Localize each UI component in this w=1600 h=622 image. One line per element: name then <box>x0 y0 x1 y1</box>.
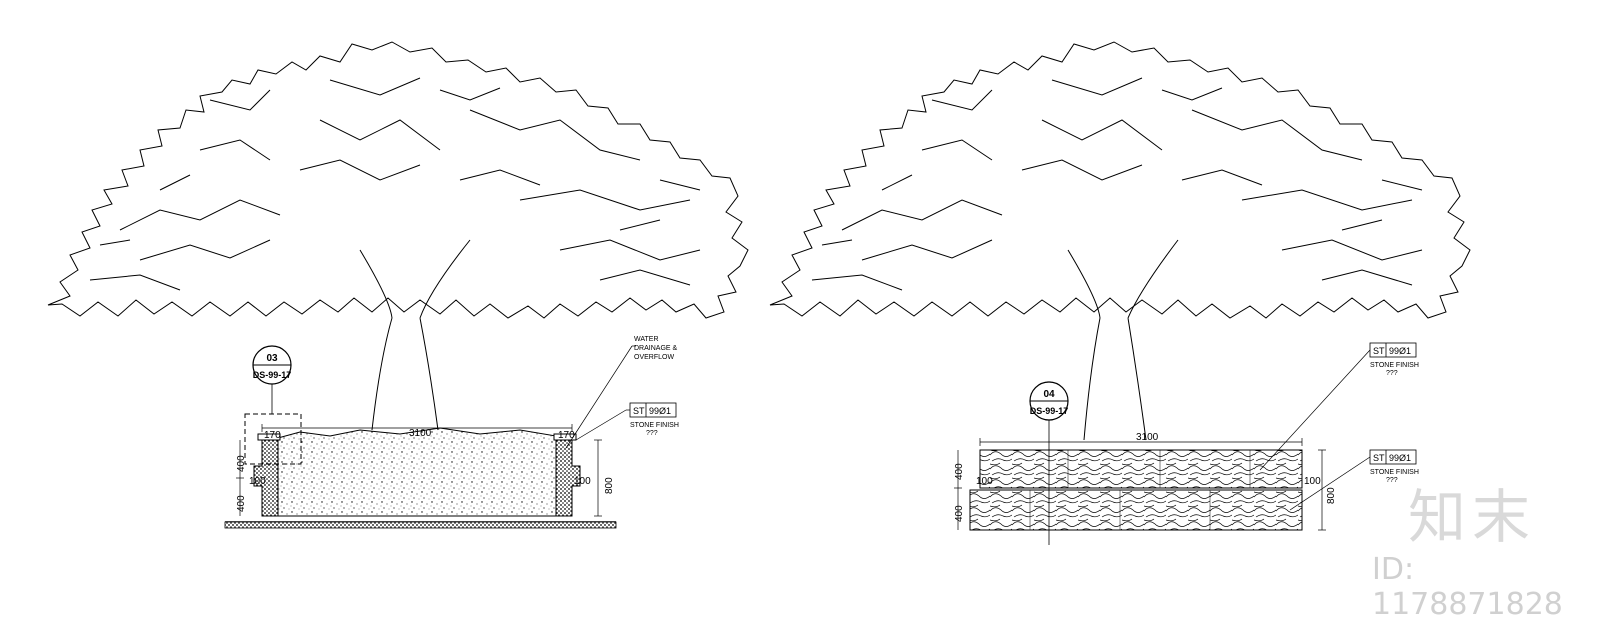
right-tree-trunk <box>1067 239 1179 441</box>
left-stone-finish-label: STONE FINISH <box>630 422 679 429</box>
svg-text:99Ø1: 99Ø1 <box>649 406 671 416</box>
right-section-marker[interactable]: 04 DS-99-17 <box>1029 381 1069 421</box>
left-marker-number: 03 <box>266 353 278 364</box>
left-marker-reference: DS-99-17 <box>253 370 292 380</box>
right-dimension-step-right: 100 <box>1304 476 1321 487</box>
right-gabion-section <box>954 349 1371 545</box>
left-tree-trunk <box>359 239 471 431</box>
right-stone-finish-top-label: STONE FINISH <box>1370 362 1419 369</box>
left-planter-section <box>224 345 636 529</box>
left-dimension-height-total: 800 <box>604 477 615 494</box>
svg-text:ST: ST <box>1373 453 1385 463</box>
left-section-marker[interactable]: 03 DS-99-17 <box>252 345 292 385</box>
left-dimension-step-left: 100 <box>249 476 266 487</box>
right-dimension-height-lower: 400 <box>954 505 965 522</box>
svg-text:DRAINAGE &: DRAINAGE & <box>634 345 678 352</box>
right-dimension-height-total: 800 <box>1326 487 1337 504</box>
left-dimension-width: 3100 <box>409 428 432 439</box>
left-dimension-height-lower: 400 <box>236 495 247 512</box>
svg-text:ST: ST <box>633 406 645 416</box>
right-dimension-step-left: 100 <box>976 476 993 487</box>
left-dimension-height-upper: 400 <box>236 455 247 472</box>
right-stone-finish-bottom-sub: ??? <box>1386 477 1398 484</box>
right-material-tag-top: ST 99Ø1 STONE FINISH ??? <box>1369 342 1419 377</box>
left-water-drainage-note: WATER DRAINAGE & OVERFLOW <box>634 336 678 361</box>
right-marker-reference: DS-99-17 <box>1030 406 1069 416</box>
svg-text:3100: 3100 <box>409 428 432 439</box>
right-marker-number: 04 <box>1043 389 1055 400</box>
left-dimension-step-right: 100 <box>574 476 591 487</box>
watermark-logo: 知末 <box>1408 483 1537 551</box>
left-tree-canopy <box>47 41 749 319</box>
right-stone-finish-bottom-label: STONE FINISH <box>1370 469 1419 476</box>
right-dimension-width: 3100 <box>1136 432 1159 443</box>
left-material-tag: ST 99Ø1 STONE FINISH ??? <box>629 402 679 437</box>
left-dimension-wall-left: 170 <box>264 430 281 441</box>
svg-text:WATER: WATER <box>634 336 659 343</box>
watermark-id: ID: 1178871828 <box>1372 552 1563 622</box>
svg-text:ST: ST <box>1373 346 1385 356</box>
right-tree-canopy <box>769 41 1471 319</box>
svg-text:99Ø1: 99Ø1 <box>1389 346 1411 356</box>
left-stone-finish-sub: ??? <box>646 430 658 437</box>
svg-text:OVERFLOW: OVERFLOW <box>634 354 674 361</box>
left-dimension-wall-right: 170 <box>558 430 575 441</box>
right-dimension-height-upper: 400 <box>954 463 965 480</box>
right-material-tag-bottom: ST 99Ø1 STONE FINISH ??? <box>1369 449 1419 484</box>
svg-text:99Ø1: 99Ø1 <box>1389 453 1411 463</box>
right-stone-finish-top-sub: ??? <box>1386 370 1398 377</box>
